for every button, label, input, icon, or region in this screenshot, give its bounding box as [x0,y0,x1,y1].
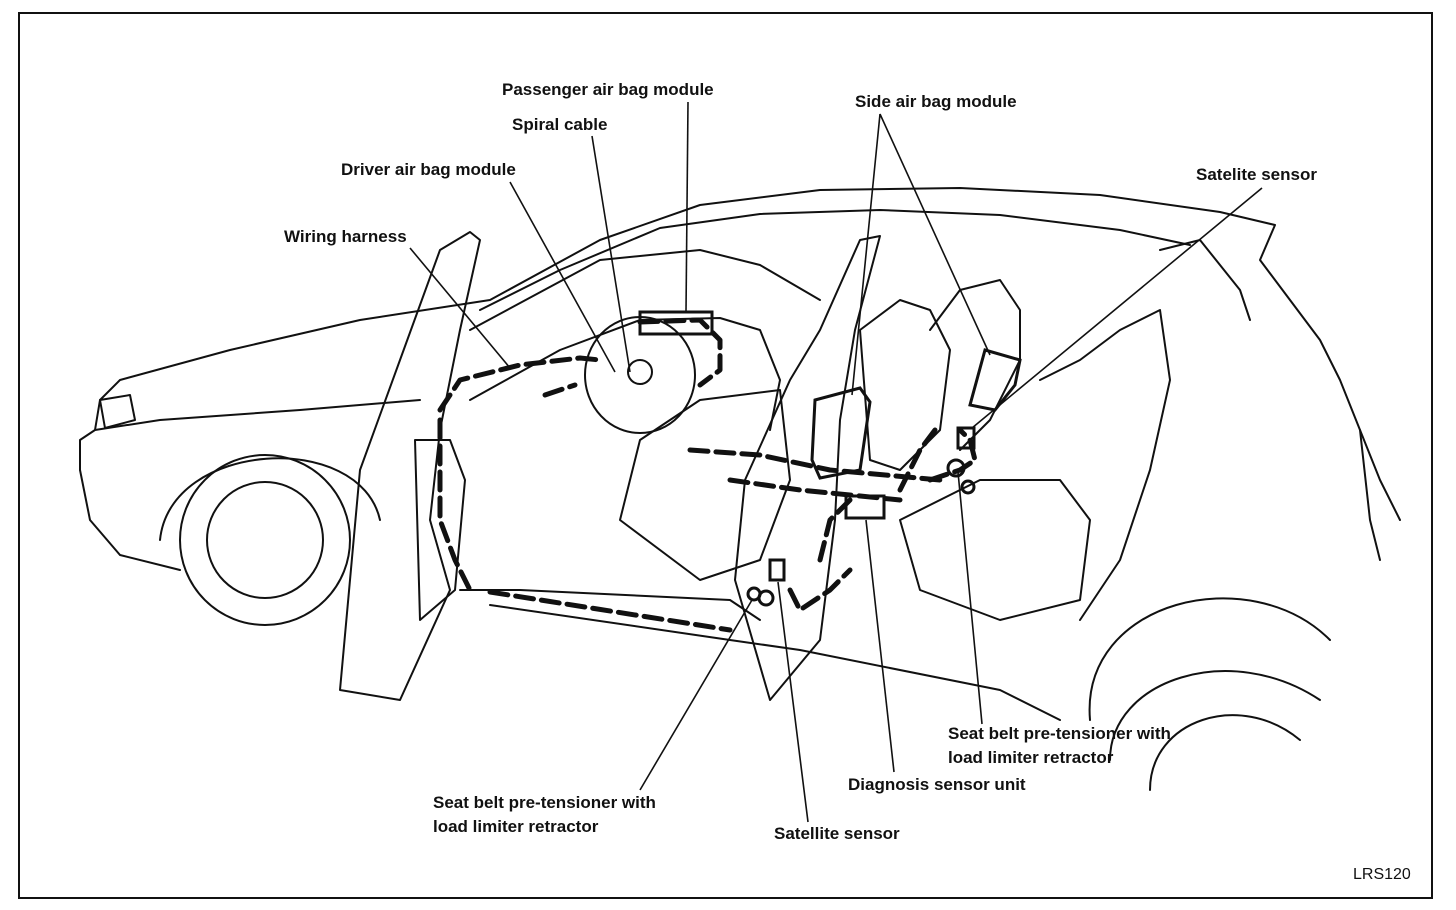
label-pretensioner-rear-line1: Seat belt pre-tensioner with [948,724,1171,743]
figure-code: LRS120 [1353,866,1411,883]
rear-seat [859,299,951,471]
harness-front-door [437,355,603,413]
hood [94,399,421,431]
front-door-inner [414,439,466,621]
rear-wheel-arch [1088,597,1331,721]
windshield [469,249,821,331]
harness-door-run [437,417,473,593]
harness-bpillar [817,497,853,563]
label-pretensioner-front-line1: Seat belt pre-tensioner with [433,793,656,812]
harness-rear [927,427,978,483]
label-satellite-sensor-front: Satellite sensor [774,824,900,843]
front-bumper [79,469,181,571]
leader-pretensioner-rear [957,471,983,725]
label-side-airbag: Side air bag module [855,92,1017,111]
front-wheel [179,454,351,626]
dashboard [469,317,781,431]
rear-bumper [1359,429,1381,561]
rear-cushion [899,479,1091,621]
leader-satellite-rear [971,187,1263,429]
rear-wheel-inner [1149,714,1301,791]
side-airbag-rear [968,348,1022,412]
leader-diagnosis [865,519,895,773]
label-wiring-harness: Wiring harness [284,227,407,246]
front-wheel-inner [206,481,324,599]
harness-rear-2 [897,427,938,493]
label-diagnosis-unit: Diagnosis sensor unit [848,775,1026,794]
leader-spiral [591,135,631,373]
label-satellite-sensor-rear: Satelite sensor [1196,165,1317,184]
rear-window [1159,239,1251,321]
label-driver-airbag: Driver air bag module [341,160,516,179]
harness-floor [687,447,943,483]
figure-frame [18,12,1433,899]
car-body-outline [79,187,1401,521]
label-pretensioner-front-line2: load limiter retractor [433,817,599,836]
pretensioner-front-icon-2 [757,589,775,607]
leader-side-b [879,113,991,356]
satellite-sensor-rear-box [956,426,976,450]
pretensioner-rear-icon-2 [960,479,976,495]
roof-line [479,209,1191,311]
steering-hub [627,359,653,385]
front-door [339,231,481,701]
leader-satellite-front [777,581,809,823]
rocker-panel [489,604,1061,721]
front-seat [619,389,791,581]
passenger-airbag-module [638,310,714,336]
leader-wiring [409,247,511,369]
rear-door [734,235,881,701]
label-passenger-airbag: Passenger air bag module [502,80,714,99]
pretensioner-rear-icon [946,458,966,478]
side-airbag-front [810,386,872,480]
leader-driver [509,181,616,373]
headlight [99,394,136,429]
rear-wheel [1109,670,1321,761]
harness-sill [487,589,733,633]
diagnosis-sensor-unit [844,494,886,520]
label-pretensioner-front: Seat belt pre-tensioner with load limite… [433,791,656,839]
harness-front-pt [787,567,853,613]
rear-quarter [1039,309,1171,621]
harness-dash [637,317,723,388]
satellite-sensor-front-box [768,558,786,582]
front-wheel-arch [159,457,381,541]
harness-wheel [542,382,578,398]
label-spiral-cable: Spiral cable [512,115,608,134]
leader-passenger [685,101,689,313]
leader-pretensioner-front [639,599,753,791]
label-pretensioner-rear-line2: load limiter retractor [948,748,1114,767]
label-pretensioner-rear: Seat belt pre-tensioner with load limite… [948,722,1171,770]
leader-side-a [851,113,881,396]
